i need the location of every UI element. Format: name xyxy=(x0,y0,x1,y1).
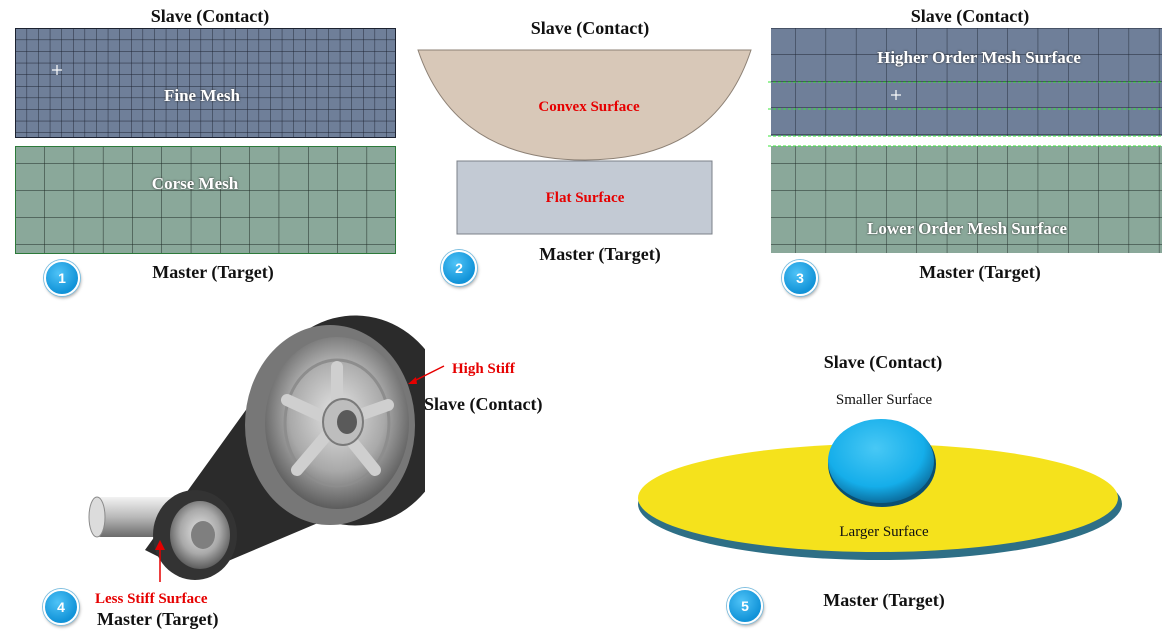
panel1-master-label: Master (Target) xyxy=(152,262,274,282)
higher-order-mesh-label: Higher Order Mesh Surface xyxy=(877,48,1081,67)
flat-surface-label: Flat Surface xyxy=(545,190,625,206)
belt-pulley-illustration xyxy=(88,315,425,580)
less-stiff-surface-label: Less Stiff Surface xyxy=(95,591,208,607)
panel5-master-label: Master (Target) xyxy=(823,590,945,610)
panel2-slave-label: Slave (Contact) xyxy=(530,18,650,38)
coarse-mesh-block xyxy=(15,146,396,254)
lower-order-mesh-label: Lower Order Mesh Surface xyxy=(866,219,1068,238)
panel4-number-badge: 4 xyxy=(43,589,79,625)
panel2-number-badge: 2 xyxy=(441,250,477,286)
surface-size-diagram xyxy=(638,419,1122,560)
panel3-number-badge: 3 xyxy=(782,260,818,296)
coarse-mesh-label: Corse Mesh xyxy=(151,174,239,193)
larger-surface-label: Larger Surface xyxy=(839,524,929,540)
convex-surface-shape xyxy=(417,49,752,161)
panel4-slave-label: Slave (Contact) xyxy=(424,394,543,414)
less-stiff-arrow-icon xyxy=(155,540,165,582)
lower-order-mesh-block xyxy=(771,146,1162,253)
fine-mesh-block xyxy=(15,28,396,138)
panel3-mesh-diagram xyxy=(768,28,1162,253)
panel1-number-badge: 1 xyxy=(44,260,80,296)
node-markers xyxy=(768,81,1162,147)
cursor-cross-icon xyxy=(891,90,901,100)
high-stiff-label: High Stiff xyxy=(452,361,515,377)
panel2-master-label: Master (Target) xyxy=(539,244,661,264)
higher-order-mesh-block xyxy=(771,28,1162,136)
fine-mesh-label: Fine Mesh xyxy=(163,86,241,105)
panel1-mesh-diagram xyxy=(15,28,396,254)
panel3-master-label: Master (Target) xyxy=(919,262,1041,282)
panel3-slave-label: Slave (Contact) xyxy=(910,6,1030,26)
smaller-surface-label: Smaller Surface xyxy=(835,392,933,408)
high-stiff-arrow-icon xyxy=(408,365,445,384)
panel5-number-badge: 5 xyxy=(727,588,763,624)
cursor-cross-icon xyxy=(52,65,62,75)
panel2-contact-diagram xyxy=(417,49,752,235)
panel1-slave-label: Slave (Contact) xyxy=(150,6,270,26)
panel4-master-label: Master (Target) xyxy=(97,609,219,629)
flat-surface-shape xyxy=(456,160,713,235)
small-surface xyxy=(828,419,934,503)
convex-surface-label: Convex Surface xyxy=(538,99,640,115)
panel5-slave-label: Slave (Contact) xyxy=(823,352,943,372)
